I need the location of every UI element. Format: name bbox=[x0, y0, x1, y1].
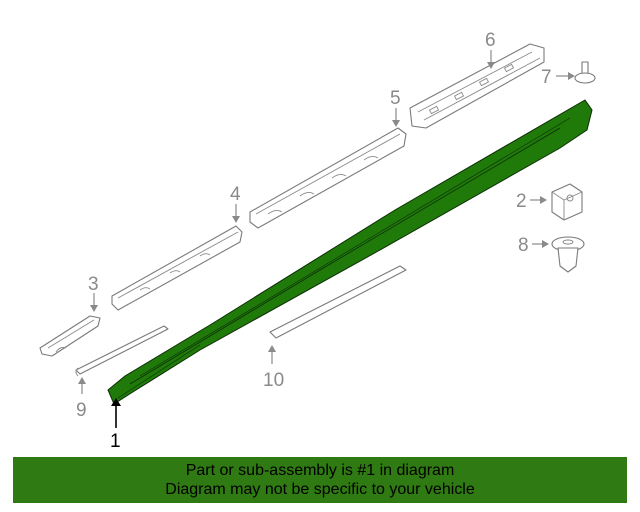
callout-1[interactable]: 1 bbox=[110, 431, 121, 452]
callout-5[interactable]: 5 bbox=[390, 88, 401, 109]
info-banner: Part or sub-assembly is #1 in diagram Di… bbox=[13, 457, 627, 503]
callout-3[interactable]: 3 bbox=[88, 274, 99, 295]
part-10-tape[interactable] bbox=[269, 265, 407, 339]
parts-diagram: 6 5 4 3 9 10 7 2 8 1 bbox=[39, 30, 596, 452]
callout-6[interactable]: 6 bbox=[485, 30, 496, 51]
callout-4[interactable]: 4 bbox=[230, 184, 241, 205]
callout-10[interactable]: 10 bbox=[263, 370, 284, 391]
part-4-bracket[interactable] bbox=[111, 225, 243, 311]
part-8-push-clip[interactable] bbox=[551, 236, 585, 273]
banner-line-2: Diagram may not be specific to your vehi… bbox=[165, 481, 475, 498]
banner-line-1: Part or sub-assembly is #1 in diagram bbox=[185, 462, 455, 479]
callout-2[interactable]: 2 bbox=[516, 191, 527, 212]
part-1-rocker-molding[interactable] bbox=[107, 99, 593, 405]
part-7-bolt[interactable] bbox=[574, 61, 596, 84]
part-5-bracket[interactable] bbox=[249, 127, 407, 229]
part-9-strip[interactable] bbox=[75, 325, 169, 377]
callout-9[interactable]: 9 bbox=[76, 400, 87, 421]
part-2-clip-nut[interactable] bbox=[551, 183, 583, 221]
part-3-clip[interactable] bbox=[39, 315, 101, 357]
callout-8[interactable]: 8 bbox=[518, 235, 529, 256]
part-6-bracket[interactable] bbox=[409, 43, 545, 129]
callout-7[interactable]: 7 bbox=[541, 67, 552, 88]
